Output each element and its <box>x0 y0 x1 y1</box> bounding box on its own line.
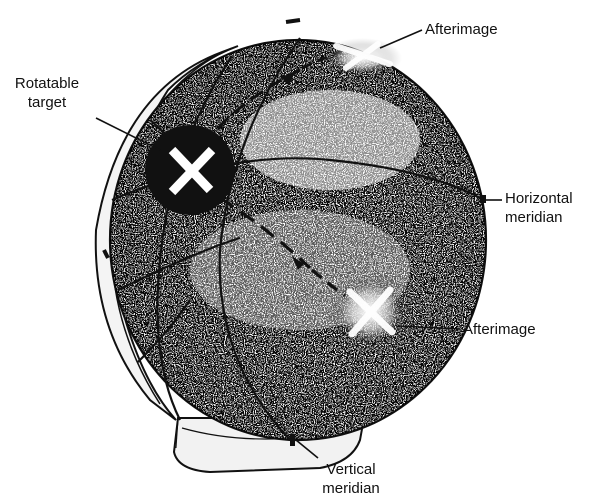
leader-afterimage-top <box>380 30 422 48</box>
rim-top-marker <box>286 20 300 22</box>
horizontal-meridian-marker <box>480 195 486 203</box>
label-afterimage-top-text: Afterimage <box>425 20 498 39</box>
label-vertical-meridian-line2: meridian <box>308 479 394 498</box>
label-rotatable-target: Rotatable target <box>4 74 90 112</box>
label-vertical-meridian-line1: Vertical <box>308 460 394 479</box>
label-afterimage-bottom: Afterimage <box>463 320 536 339</box>
label-rotatable-target-line2: target <box>4 93 90 112</box>
label-rotatable-target-line1: Rotatable <box>4 74 90 93</box>
label-vertical-meridian: Vertical meridian <box>308 460 394 498</box>
label-horizontal-meridian-line2: meridian <box>505 208 573 227</box>
vertical-meridian-marker <box>290 434 295 446</box>
label-horizontal-meridian: Horizontal meridian <box>505 189 573 227</box>
label-afterimage-bottom-text: Afterimage <box>463 320 536 339</box>
rotatable-target <box>145 125 235 215</box>
afterimage-bottom <box>324 270 420 354</box>
label-afterimage-top: Afterimage <box>425 20 498 39</box>
label-horizontal-meridian-line1: Horizontal <box>505 189 573 208</box>
